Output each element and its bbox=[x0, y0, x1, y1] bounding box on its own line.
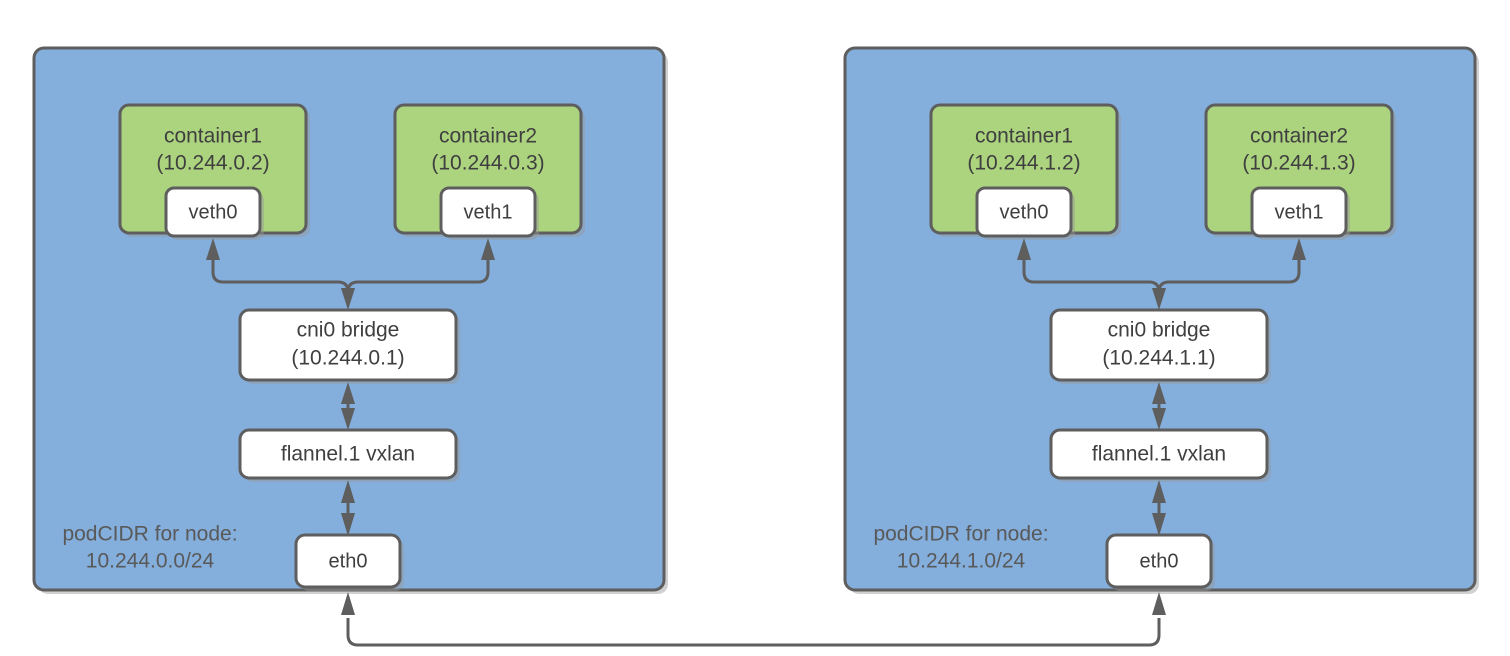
right-eth0[interactable]: eth0 bbox=[1105, 533, 1215, 591]
right-eth0-label: eth0 bbox=[1140, 550, 1179, 572]
right-veth1-to-bridge-line bbox=[1157, 258, 1301, 296]
right-container2-name: container2 bbox=[1250, 125, 1348, 148]
right-flannel-up-arrowhead-icon bbox=[1152, 480, 1166, 503]
right-flannel-eth0-connector bbox=[1152, 480, 1166, 536]
left-container1-name: container1 bbox=[164, 125, 262, 148]
left-cni0-bridge[interactable]: cni0 bridge (10.244.0.1) bbox=[238, 308, 460, 384]
right-eth0-down-arrowhead-icon bbox=[1152, 513, 1166, 536]
left-veth0-arrowhead-icon bbox=[206, 238, 220, 260]
right-podcidr-label: podCIDR for node: bbox=[873, 523, 1048, 546]
left-bridge-flannel-connector bbox=[341, 382, 355, 430]
right-podcidr-value: 10.244.1.0/24 bbox=[897, 550, 1026, 573]
left-flannel-box bbox=[238, 428, 458, 480]
left-podcidr-label: podCIDR for node: bbox=[62, 523, 237, 546]
left-cni0-box bbox=[238, 308, 458, 382]
left-flannel-vxlan[interactable]: flannel.1 vxlan bbox=[238, 428, 460, 482]
left-veth1-to-bridge-line bbox=[346, 258, 490, 296]
right-eth0-box bbox=[1105, 533, 1213, 589]
inter-node-right-arrowhead-icon bbox=[1152, 592, 1166, 615]
node-right[interactable]: container1 (10.244.1.2) veth0 container2… bbox=[843, 46, 1479, 594]
right-veth1-box bbox=[1250, 186, 1348, 238]
right-veth-bridge-connectors bbox=[1017, 238, 1306, 310]
left-veth1-box bbox=[439, 186, 537, 238]
left-flannel-eth0-connector bbox=[341, 480, 355, 536]
left-flannel-down-arrowhead-icon bbox=[341, 408, 355, 430]
right-cni0-name: cni0 bridge bbox=[1108, 319, 1211, 342]
left-veth0-box bbox=[164, 186, 262, 238]
inter-node-left-arrowhead-icon bbox=[341, 592, 355, 615]
right-podcidr-caption: podCIDR for node: 10.244.1.0/24 bbox=[873, 523, 1048, 573]
node-to-node-eth0-link bbox=[341, 592, 1166, 647]
left-flannel-name: flannel.1 vxlan bbox=[281, 443, 415, 466]
right-veth0-box bbox=[975, 186, 1073, 238]
left-eth0-down-arrowhead-icon bbox=[341, 513, 355, 536]
left-veth1-arrowhead-icon bbox=[481, 238, 495, 260]
left-eth0[interactable]: eth0 bbox=[294, 533, 404, 591]
right-veth0-label: veth0 bbox=[1000, 201, 1049, 223]
left-container1-veth[interactable]: veth0 bbox=[164, 186, 264, 240]
right-container1-name: container1 bbox=[975, 125, 1073, 148]
left-container2-name: container2 bbox=[439, 125, 537, 148]
inter-node-link-line bbox=[346, 618, 1161, 647]
left-podcidr-caption: podCIDR for node: 10.244.0.0/24 bbox=[62, 523, 237, 573]
right-flannel-down-arrowhead-icon bbox=[1152, 408, 1166, 430]
right-container2-veth[interactable]: veth1 bbox=[1250, 186, 1350, 240]
right-bridge-flannel-connector bbox=[1152, 382, 1166, 430]
right-flannel-vxlan[interactable]: flannel.1 vxlan bbox=[1049, 428, 1271, 482]
left-flannel-up-arrowhead-icon bbox=[341, 480, 355, 503]
right-container1[interactable]: container1 (10.244.1.2) veth0 bbox=[929, 103, 1121, 240]
right-container1-veth[interactable]: veth0 bbox=[975, 186, 1075, 240]
left-cni0-name: cni0 bridge bbox=[297, 319, 400, 342]
right-container2[interactable]: container2 (10.244.1.3) veth1 bbox=[1204, 103, 1396, 240]
right-cni0-box bbox=[1049, 308, 1269, 382]
right-bridge-up-arrowhead-icon bbox=[1152, 382, 1166, 404]
left-eth0-label: eth0 bbox=[329, 550, 368, 572]
left-bridge-arrowhead-icon bbox=[341, 288, 355, 310]
left-cni0-ip: (10.244.0.1) bbox=[291, 347, 404, 370]
node-left[interactable]: container1 (10.244.0.2) veth0 container2… bbox=[32, 46, 668, 594]
left-podcidr-value: 10.244.0.0/24 bbox=[86, 550, 215, 573]
left-container2-veth[interactable]: veth1 bbox=[439, 186, 539, 240]
left-eth0-box bbox=[294, 533, 402, 589]
left-bridge-up-arrowhead-icon bbox=[341, 382, 355, 404]
right-veth1-label: veth1 bbox=[1275, 201, 1324, 223]
right-cni0-bridge[interactable]: cni0 bridge (10.244.1.1) bbox=[1049, 308, 1271, 384]
right-container1-ip: (10.244.1.2) bbox=[967, 152, 1080, 175]
left-veth0-label: veth0 bbox=[189, 201, 238, 223]
right-flannel-name: flannel.1 vxlan bbox=[1092, 443, 1226, 466]
right-veth0-arrowhead-icon bbox=[1017, 238, 1031, 260]
right-container2-ip: (10.244.1.3) bbox=[1242, 152, 1355, 175]
right-bridge-arrowhead-icon bbox=[1152, 288, 1166, 310]
right-cni0-ip: (10.244.1.1) bbox=[1102, 347, 1215, 370]
right-veth1-arrowhead-icon bbox=[1292, 238, 1306, 260]
left-veth1-label: veth1 bbox=[464, 201, 513, 223]
left-container1-ip: (10.244.0.2) bbox=[156, 152, 269, 175]
left-container1[interactable]: container1 (10.244.0.2) veth0 bbox=[118, 103, 310, 240]
right-flannel-box bbox=[1049, 428, 1269, 480]
left-container2-ip: (10.244.0.3) bbox=[431, 152, 544, 175]
left-veth-bridge-connectors bbox=[206, 238, 495, 310]
left-container2[interactable]: container2 (10.244.0.3) veth1 bbox=[393, 103, 585, 240]
